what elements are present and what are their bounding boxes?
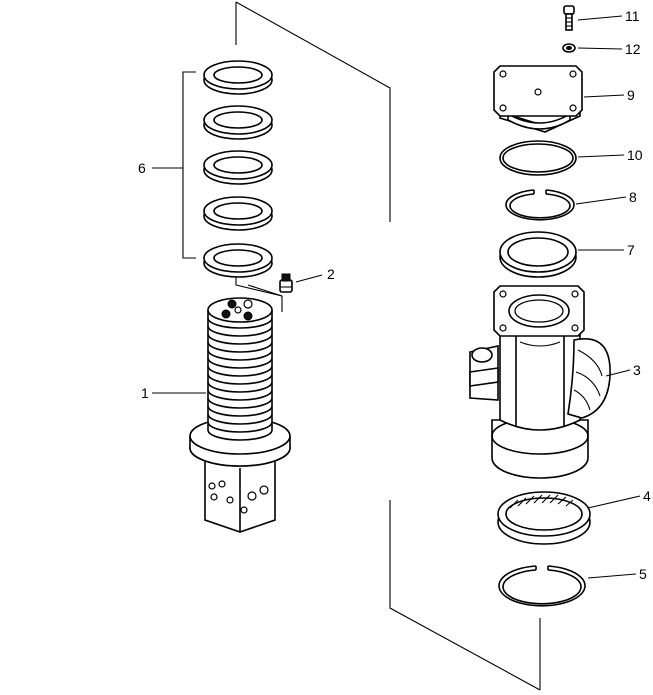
seal-ring-5 — [203, 243, 273, 278]
seal-ring-2 — [203, 105, 273, 140]
swivel-shaft — [189, 297, 291, 533]
label-part-1: 1 — [141, 385, 149, 401]
snap-ring-upper — [505, 189, 575, 221]
label-part-3: 3 — [633, 362, 641, 378]
label-part-11: 11 — [625, 8, 640, 24]
bushing-ring — [499, 231, 577, 278]
plug-part — [279, 273, 293, 293]
bolt-part — [563, 5, 575, 31]
washer-part — [562, 43, 576, 53]
leader-lines — [152, 15, 641, 579]
seal-ring-4 — [203, 196, 273, 231]
snap-ring-lower — [498, 565, 586, 607]
rotor-housing — [469, 285, 611, 479]
o-ring-part — [499, 140, 577, 176]
seal-ring-3 — [203, 150, 273, 185]
label-part-10: 10 — [627, 147, 643, 163]
label-part-8: 8 — [629, 189, 637, 205]
label-part-7: 7 — [627, 242, 635, 258]
label-part-5: 5 — [639, 566, 647, 582]
part-number-labels: 1 2 3 4 5 6 7 8 9 10 11 12 — [138, 8, 651, 582]
seal-stack-bracket — [152, 71, 196, 259]
bearing-part — [497, 491, 591, 545]
label-part-6: 6 — [138, 160, 146, 176]
label-part-9: 9 — [627, 87, 635, 103]
cover-plate — [493, 65, 583, 133]
seal-ring-stack — [203, 60, 273, 278]
seal-ring-1 — [203, 60, 273, 95]
label-part-4: 4 — [643, 488, 651, 504]
label-part-12: 12 — [625, 41, 641, 57]
label-part-2: 2 — [327, 266, 335, 282]
